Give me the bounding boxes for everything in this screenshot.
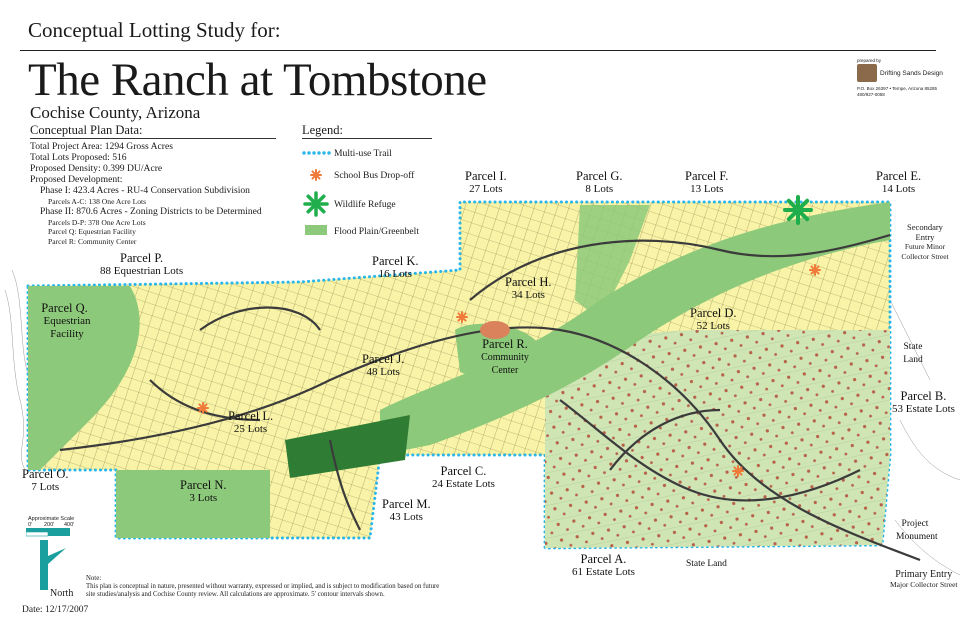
legend-label-bus: School Bus Drop-off (334, 170, 415, 181)
project-monument-label: Project Monument (896, 519, 938, 542)
bus-dropoff-icon (732, 465, 744, 477)
designer-block: prepared by Drifting Sands Design P.O. B… (857, 58, 943, 102)
community-center-building (480, 321, 510, 339)
scale-tick-0: 0' (28, 522, 33, 528)
legend-heading: Legend: (302, 123, 343, 137)
bus-dropoff-icon (456, 311, 468, 323)
page-title: The Ranch at Tombstone (28, 54, 487, 106)
greenbelt-legend-swatch (305, 225, 327, 235)
wildlife-refuge-icon (783, 195, 813, 225)
parcel-label-q: Parcel Q.Equestrian Facility (41, 301, 91, 341)
bus-asterisk-icon (310, 169, 322, 181)
parcel-label-r: Parcel R.Community Center (481, 337, 529, 377)
parcel-label-d: Parcel D.52 Lots (690, 306, 737, 333)
parcel-label-m: Parcel M.43 Lots (382, 497, 431, 524)
parcel-label-a: Parcel A.61 Estate Lots (572, 552, 635, 579)
plan-data-line: Proposed Development: (30, 174, 123, 185)
legend-label-greenbelt: Flood Plain/Greenbelt (334, 226, 419, 237)
note-body: This plan is conceptual in nature, prese… (86, 583, 440, 599)
parcel-label-e: Parcel E.14 Lots (876, 169, 922, 196)
plan-data-heading: Conceptual Plan Data: (30, 123, 143, 137)
wildlife-refuge-legend-icon (303, 191, 329, 217)
plan-data-line: Parcel Q: Equestrian Facility (48, 227, 136, 237)
designer-phone: 480/927-0058 (857, 92, 885, 97)
state-land-south-label: State Land (686, 559, 727, 569)
parcel-label-f: Parcel F.13 Lots (685, 169, 729, 196)
plan-data-line: Proposed Density: 0.399 DU/Acre (30, 163, 163, 174)
scale-tick-2: 400' (64, 522, 75, 528)
designer-name: Drifting Sands Design (880, 70, 943, 77)
wildlife-asterisk-icon (303, 191, 329, 217)
plan-date: Date: 12/17/2007 (22, 605, 89, 615)
plan-data-line: Phase I: 423.4 Acres - RU-4 Conservation… (40, 185, 250, 196)
parcel-label-k: Parcel K.16 Lots (372, 254, 419, 281)
designer-address: P.O. Box 26397 • Tempe, Arizona 85285 (857, 86, 937, 91)
parcel-label-c: Parcel C.24 Estate Lots (432, 464, 495, 491)
parcel-label-l: Parcel L.25 Lots (228, 409, 274, 436)
street-network (59, 233, 921, 562)
parcel-label-p: Parcel P.88 Equestrian Lots (100, 251, 184, 278)
trail-legend-icon (302, 151, 331, 155)
plan-data-line: Total Lots Proposed: 516 (30, 152, 127, 163)
parcel-label-i: Parcel I.27 Lots (465, 169, 507, 196)
parcel-label-j: Parcel J.48 Lots (362, 352, 405, 379)
site-plan-map (4, 195, 961, 576)
designer-contact: P.O. Box 26397 • Tempe, Arizona 85285 48… (857, 86, 937, 98)
scale-tick-1: 200' (44, 522, 55, 528)
county-subtitle: Cochise County, Arizona (30, 103, 201, 122)
bus-dropoff-legend-icon (310, 169, 322, 181)
parcel-label-g: Parcel G.8 Lots (576, 169, 623, 196)
north-label: North (50, 588, 74, 599)
parcel-label-n: Parcel N.3 Lots (180, 478, 227, 505)
wildlife-refuge-symbol (783, 195, 813, 225)
estate-lots-area (545, 330, 890, 548)
primary-entry-label: Primary Entry Major Collector Street (890, 569, 958, 590)
legend-label-wildlife: Wildlife Refuge (334, 199, 396, 210)
parcel-label-o: Parcel O.7 Lots (22, 467, 69, 494)
plan-data-line: Parcel R: Community Center (48, 236, 137, 246)
bus-dropoff-icon (197, 402, 209, 414)
plan-data-line: Parcels D-P: 378 One Acre Lots (48, 217, 146, 227)
scale-title: Approximate Scale (28, 516, 75, 522)
title-kicker: Conceptual Lotting Study for: (28, 18, 281, 42)
plan-data-line: Parcels A-C: 138 One Acre Lots (48, 197, 147, 206)
secondary-entry-label: Secondary Entry Future Minor Collector S… (901, 222, 949, 261)
bus-dropoff-icon (809, 264, 821, 276)
designer-logo-icon (857, 64, 877, 82)
plan-data-line: Total Project Area: 1294 Gross Acres (30, 141, 173, 152)
state-land-east-label: State Land (903, 342, 923, 365)
legend-rule (302, 138, 432, 139)
north-arrow-icon (26, 528, 70, 590)
wildlife-refuge-area (285, 415, 410, 478)
parcel-label-b: Parcel B.53 Estate Lots (892, 389, 955, 416)
bus-dropoff-markers (197, 264, 821, 477)
parcel-label-h: Parcel H.34 Lots (505, 275, 552, 302)
legend-symbols (302, 151, 331, 235)
legend-label-trail: Multi-use Trail (334, 148, 392, 159)
plan-data-rule (30, 138, 276, 139)
note-heading: Note: (86, 575, 102, 582)
header-rule (20, 50, 936, 51)
plan-data-line: Phase II: 870.6 Acres - Zoning Districts… (40, 205, 262, 217)
designer-prepared-by: prepared by (857, 58, 882, 63)
flood-plain-greenbelt (28, 202, 890, 538)
